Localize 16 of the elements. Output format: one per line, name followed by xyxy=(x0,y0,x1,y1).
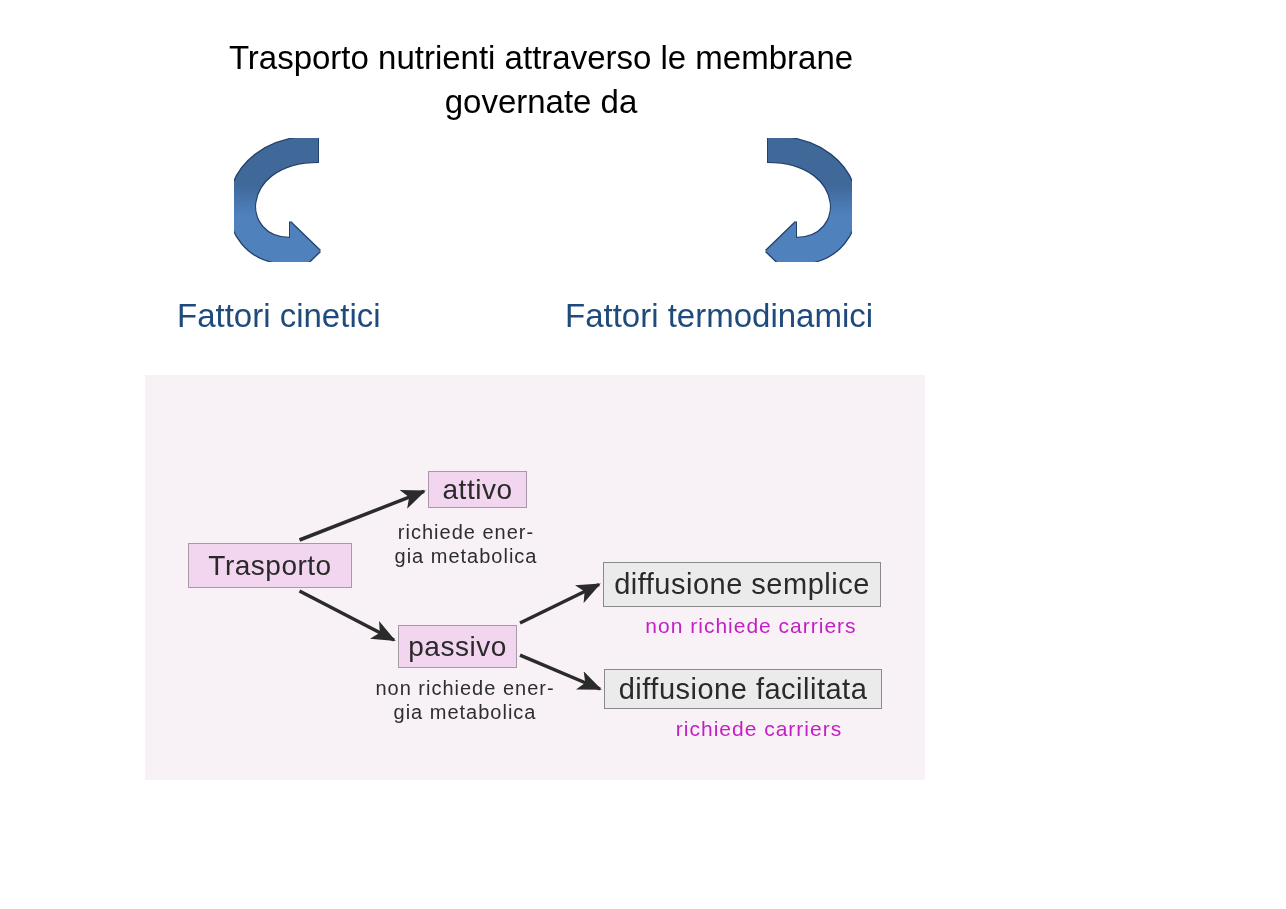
term-box: passivo xyxy=(398,625,517,668)
category-text: Fattori termodinamici xyxy=(565,297,874,335)
note-text: non richiede carriers xyxy=(644,614,858,638)
arrow xyxy=(298,489,426,542)
note-text: richiede carriers xyxy=(674,717,844,741)
term-box: diffusione facilitata xyxy=(604,669,882,709)
arrow xyxy=(519,653,602,691)
arrow xyxy=(298,589,396,642)
arrow xyxy=(519,582,601,625)
category-text: Fattori cinetici xyxy=(177,297,381,335)
term-box: Trasporto xyxy=(188,543,352,588)
heading-text: Trasporto nutrienti attraverso le membrane governate da xyxy=(181,36,901,142)
note-text: non richiede ener- gia metabolica xyxy=(374,676,556,724)
note-text: richiede ener- gia metabolica xyxy=(393,520,539,568)
term-box: attivo xyxy=(428,471,527,508)
term-box: diffusione semplice xyxy=(603,562,881,607)
